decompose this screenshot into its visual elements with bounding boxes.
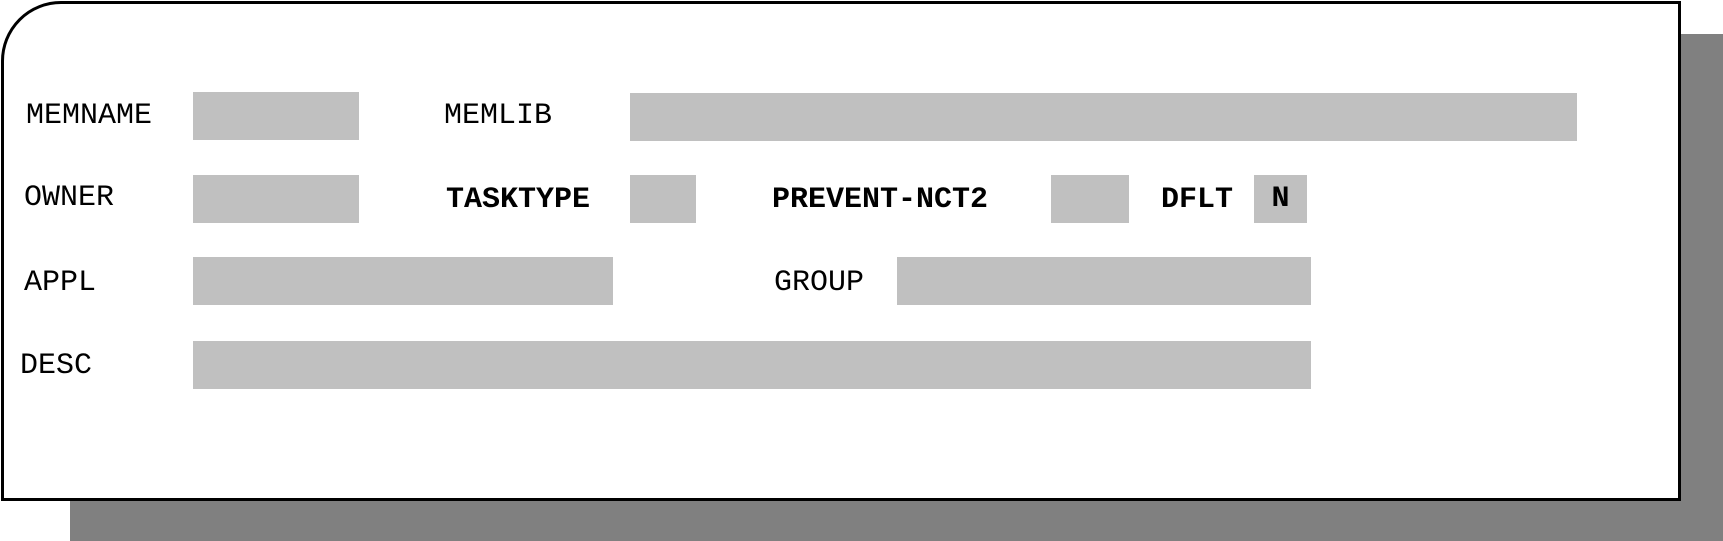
prevent-nct2-field[interactable] [1051, 175, 1129, 223]
owner-field[interactable] [193, 175, 359, 223]
memname-field[interactable] [193, 92, 359, 140]
dflt-field[interactable]: N [1254, 175, 1307, 223]
prevent-nct2-label: PREVENT-NCT2 [772, 183, 989, 217]
owner-label: OWNER [24, 181, 115, 215]
memlib-label: MEMLIB [444, 99, 553, 133]
tasktype-label: TASKTYPE [446, 183, 591, 217]
appl-field[interactable] [193, 257, 613, 305]
appl-label: APPL [24, 266, 97, 300]
tasktype-field[interactable] [630, 175, 696, 223]
job-definition-panel: MEMNAME MEMLIB OWNER TASKTYPE PREVENT-NC… [1, 1, 1681, 501]
memlib-field[interactable] [630, 93, 1577, 141]
dflt-label: DFLT [1161, 183, 1234, 217]
desc-label: DESC [20, 349, 93, 383]
desc-field[interactable] [193, 341, 1311, 389]
group-label: GROUP [774, 266, 865, 300]
group-field[interactable] [897, 257, 1311, 305]
memname-label: MEMNAME [26, 99, 153, 133]
